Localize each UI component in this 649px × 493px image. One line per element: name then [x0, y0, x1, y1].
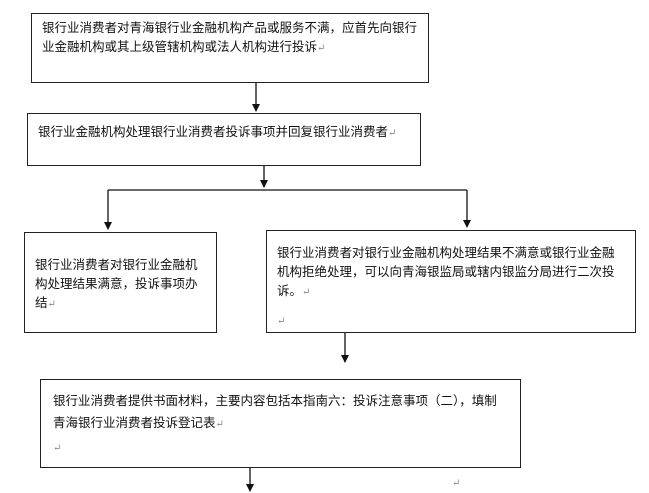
paragraph-mark: ↵ — [47, 299, 56, 310]
satisfied-text: 银行业消费者对银行业金融机构处理结果满意，投诉事项办结 — [35, 257, 198, 310]
unsatisfied-box: 银行业消费者对银行业金融机构处理结果不满意或银行业金融机构拒绝处理，可以向青海银… — [266, 230, 636, 333]
empty-paragraph: ↵ — [277, 310, 625, 331]
step1-text: 银行业消费者对青海银行业金融机构产品或服务不满，应首先向银行业金融机构或其上级管… — [42, 20, 418, 54]
step1-box: 银行业消费者对青海银行业金融机构产品或服务不满，应首先向银行业金融机构或其上级管… — [31, 13, 429, 83]
step4-text: 银行业消费者提供书面材料，主要内容包括本指南六：投诉注意事项（二），填制青海银行… — [53, 393, 497, 430]
unsatisfied-text: 银行业消费者对银行业金融机构处理结果不满意或银行业金融机构拒绝处理，可以向青海银… — [277, 245, 615, 298]
paragraph-mark: ↵ — [53, 443, 62, 454]
step4-box: 银行业消费者提供书面材料，主要内容包括本指南六：投诉注意事项（二），填制青海银行… — [40, 379, 521, 468]
step2-text: 银行业金融机构处理银行业消费者投诉事项并回复银行业消费者 — [38, 124, 389, 139]
paragraph-mark: ↵ — [215, 419, 224, 430]
satisfied-box: 银行业消费者对银行业金融机构处理结果满意，投诉事项办结↵ — [24, 232, 217, 333]
paragraph-mark: ↵ — [317, 43, 326, 54]
trailing-paragraph-mark: ↵ — [452, 478, 461, 489]
paragraph-mark: ↵ — [302, 287, 311, 298]
paragraph-mark: ↵ — [388, 128, 397, 139]
empty-paragraph: ↵ — [53, 436, 508, 460]
step2-box: 银行业金融机构处理银行业消费者投诉事项并回复银行业消费者↵ — [27, 113, 421, 166]
paragraph-mark: ↵ — [277, 316, 286, 327]
